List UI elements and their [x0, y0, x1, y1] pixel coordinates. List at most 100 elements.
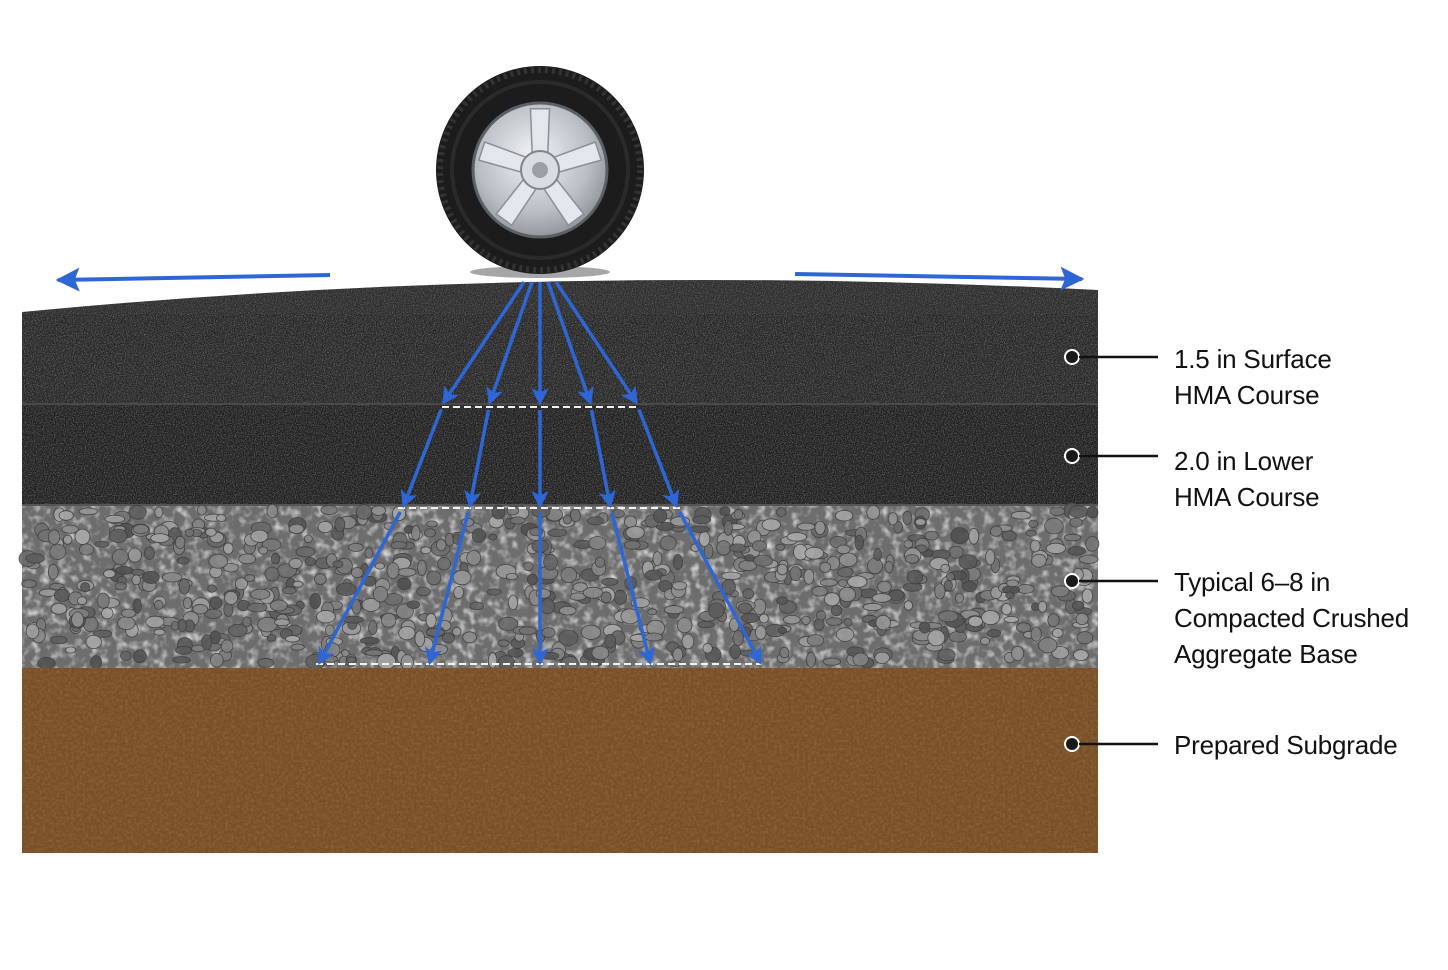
gravel-stone [540, 598, 555, 615]
gravel-stone [877, 580, 892, 594]
gravel-stone [284, 635, 300, 643]
gravel-stone [874, 651, 890, 664]
gravel-stone [111, 548, 129, 566]
gravel-stone [346, 656, 357, 664]
label-surface-hma: 1.5 in Surface HMA Course [1174, 341, 1436, 413]
arrow-down-icon [400, 408, 443, 509]
gravel-stone [834, 510, 854, 522]
gravel-stone [967, 615, 984, 628]
gravel-stone [161, 572, 183, 583]
gravel-stone [132, 598, 142, 614]
gravel-stone [178, 578, 190, 595]
gravel-stone [918, 621, 931, 634]
gravel-stone [142, 570, 160, 584]
gravel-stone [721, 578, 736, 595]
gravel-stone [292, 580, 304, 588]
gravel-stone [1078, 554, 1099, 564]
label-aggregate-base: Typical 6–8 in Compacted Crushed Aggrega… [1174, 564, 1436, 672]
gravel-stone [322, 655, 339, 663]
gravel-stone [816, 610, 827, 621]
gravel-stone [625, 525, 645, 540]
gravel-stone [541, 651, 560, 660]
gravel-stone [1015, 622, 1032, 633]
gravel-stone [324, 624, 335, 637]
gravel-stone [518, 626, 537, 635]
gravel-stone [1063, 533, 1082, 542]
gravel-stone [1030, 626, 1042, 642]
gravel-stone [184, 528, 195, 537]
gravel-stone [250, 588, 271, 600]
gravel-stone [1044, 517, 1064, 535]
gravel-stone [209, 596, 223, 610]
gravel-stone [238, 553, 257, 565]
gravel-stone [1050, 585, 1070, 598]
gravel-stone [835, 627, 855, 642]
gravel-stone [803, 568, 815, 585]
gravel-stone [304, 556, 316, 567]
gravel-stone [1073, 649, 1089, 661]
gravel-stone [644, 569, 663, 581]
gravel-stone [82, 616, 99, 633]
gravel-stone [884, 560, 894, 574]
gravel-stone [398, 625, 416, 641]
gravel-stone [943, 579, 953, 592]
gravel-stone [582, 586, 604, 599]
tire-wheel-icon [436, 66, 644, 278]
gravel-stone [351, 599, 362, 615]
surface-crown [22, 279, 1098, 318]
gravel-stone [558, 629, 579, 647]
gravel-stone [417, 559, 427, 576]
gravel-stone [50, 602, 68, 615]
label-aggregate-base-line-3: Aggregate Base [1174, 639, 1358, 669]
gravel-stone [332, 560, 344, 569]
gravel-stone [986, 629, 1002, 638]
gravel-stone [806, 651, 816, 668]
gravel-stone [400, 654, 414, 671]
gravel-stone [934, 583, 946, 600]
gravel-stone [426, 570, 442, 586]
gravel-stone [175, 645, 193, 655]
gravel-stone [948, 545, 964, 559]
gravel-stone [708, 602, 725, 619]
gravel-stone [664, 605, 684, 615]
gravel-stone [290, 643, 305, 651]
gravel-stone [273, 618, 291, 627]
gravel-stone [114, 582, 127, 591]
gravel-stone [980, 636, 991, 646]
gravel-stone [224, 590, 239, 605]
gravel-stone [990, 525, 1003, 537]
gravel-stone [1047, 613, 1060, 628]
gravel-stone [814, 520, 826, 535]
gravel-stone [702, 643, 713, 654]
gravel-stone [288, 523, 305, 534]
gravel-stone [580, 624, 602, 640]
gravel-stone [207, 584, 217, 593]
gravel-stone [806, 634, 825, 647]
gravel-stone [1068, 505, 1089, 518]
layer-lower-hma [22, 405, 1098, 506]
gravel-stone [801, 615, 811, 625]
gravel-stone [825, 617, 843, 626]
load-path-arrows [318, 281, 762, 666]
gravel-stone [223, 563, 239, 573]
gravel-stone [819, 578, 838, 587]
gravel-stone [364, 547, 374, 559]
gravel-stone [103, 569, 116, 579]
gravel-stone [288, 557, 303, 569]
gravel-stone [873, 548, 883, 561]
gravel-stone [1067, 545, 1086, 556]
gravel-stone [902, 582, 923, 592]
gravel-stone [270, 552, 281, 565]
gravel-stone [61, 524, 79, 534]
gravel-stone [25, 553, 45, 564]
gravel-stone [1003, 616, 1020, 624]
gravel-stone [830, 604, 843, 617]
gravel-stone [334, 517, 346, 532]
leader-dot-lower [1064, 448, 1080, 464]
gravel-stone [47, 529, 61, 545]
gravel-stone [1051, 628, 1064, 638]
gravel-stone [497, 655, 515, 670]
gravel-stone [729, 543, 747, 553]
gravel-stone [416, 586, 431, 597]
gravel-stone [862, 602, 883, 612]
